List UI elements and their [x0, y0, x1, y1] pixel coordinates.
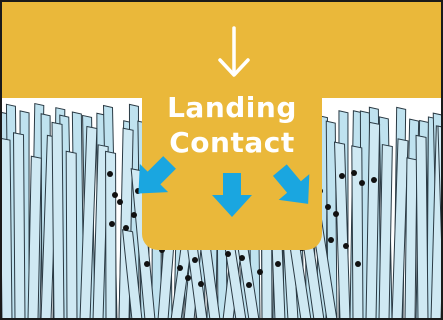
blue-arrows: [2, 2, 441, 318]
blue-arrow-icon: [124, 148, 183, 207]
blue-arrow-icon: [212, 173, 252, 217]
blue-arrow-icon: [265, 157, 324, 216]
